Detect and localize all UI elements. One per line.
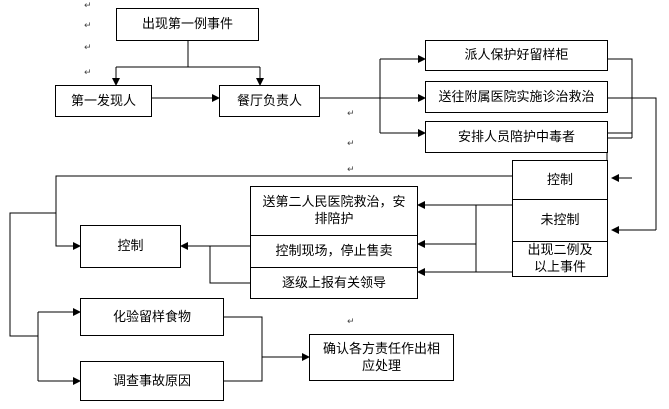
investigate-cause-label: 调查事故原因	[112, 373, 191, 389]
test-samples-box: 化验留样食物	[80, 298, 224, 336]
send-hospital-label: 送往附属医院实施诊治救治	[438, 89, 595, 105]
controlled-left-box: 控制	[80, 225, 181, 268]
paragraph-mark-icon: ↵	[347, 139, 355, 149]
guard-samples-box: 派人保护好留样柜	[425, 40, 608, 71]
paragraph-mark-icon: ↵	[84, 21, 92, 31]
discoverer-label: 第一发现人	[70, 93, 136, 109]
confirm-responsibility-box: 确认各方责任作出相应处理	[309, 334, 454, 381]
report-leaders-cell: 逐级上报有关领导	[251, 268, 417, 298]
paragraph-mark-icon: ↵	[347, 317, 355, 327]
paragraph-mark-icon: ↵	[347, 165, 355, 175]
controlled-label: 控制	[546, 172, 573, 188]
first-case-box: 出现第一例事件	[116, 8, 259, 41]
discoverer-box: 第一发现人	[55, 85, 152, 117]
second-case-cell: 出现二例及以上事件	[513, 242, 607, 276]
controlled-cell: 控制	[513, 161, 607, 200]
test-samples-label: 化验留样食物	[112, 309, 191, 325]
uncontrolled-label: 未控制	[540, 213, 580, 228]
paragraph-mark-icon: ↵	[84, 1, 92, 11]
accompany-patient-box: 安排人员陪护中毒者	[425, 121, 608, 153]
report-leaders-label: 逐级上报有关领导	[281, 275, 386, 291]
paragraph-mark-icon: ↵	[84, 68, 92, 78]
guard-samples-label: 派人保护好留样柜	[464, 48, 569, 63]
status-box: 控制 未控制 出现二例及以上事件	[512, 160, 608, 277]
investigate-cause-box: 调查事故原因	[80, 361, 224, 401]
restaurant-manager-box: 餐厅负责人	[219, 85, 320, 117]
control-site-cell: 控制现场，停止售卖	[251, 236, 417, 268]
response-box: 送第二人民医院救治，安排陪护 控制现场，停止售卖 逐级上报有关领导	[250, 186, 418, 299]
second-case-label: 出现二例及以上事件	[527, 243, 593, 275]
send-second-hospital-cell: 送第二人民医院救治，安排陪护	[251, 187, 417, 236]
paragraph-mark-icon: ↵	[84, 43, 92, 53]
uncontrolled-cell: 未控制	[513, 200, 607, 242]
send-second-hospital-label: 送第二人民医院救治，安排陪护	[262, 195, 406, 227]
control-site-label: 控制现场，停止售卖	[275, 244, 393, 259]
first-case-label: 出现第一例事件	[141, 17, 233, 32]
confirm-responsibility-label: 确认各方责任作出相应处理	[322, 341, 440, 374]
controlled-left-label: 控制	[117, 239, 144, 254]
restaurant-manager-label: 餐厅负责人	[236, 93, 302, 109]
send-hospital-box: 送往附属医院实施诊治救治	[425, 81, 608, 113]
paragraph-mark-icon: ↵	[347, 109, 355, 119]
accompany-patient-label: 安排人员陪护中毒者	[457, 129, 575, 145]
